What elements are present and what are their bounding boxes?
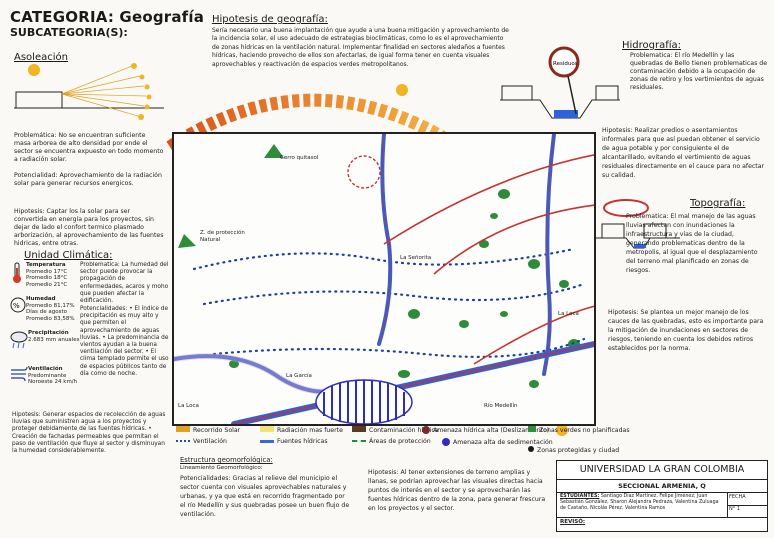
green-zones <box>178 144 580 388</box>
legend-item: Amenaza alta de sedimentación <box>442 438 553 446</box>
map-label-garcia: La García <box>286 373 312 379</box>
legend-item: Recorrido Solar <box>176 426 240 434</box>
map-label-loca: La Loca <box>558 311 579 317</box>
rain-cloud-icon <box>10 330 28 355</box>
estructura-sub: Lineamiento Geomorfológico: <box>180 465 263 471</box>
legend-item: Zonas verdes no planificadas <box>528 426 630 434</box>
contamination-zone <box>347 155 381 189</box>
sun-icon <box>28 64 40 76</box>
sedimentation-zone <box>315 379 413 425</box>
hipotesis-geo-text: Sería necesario una buena implantación q… <box>212 27 509 68</box>
legend-item: Amenaza hídrica alta (Deslizamiento) <box>422 426 549 434</box>
sun-icon <box>396 84 408 96</box>
svg-text:%: % <box>13 302 20 310</box>
clima-problematica: Problematica: La humedad del sector pued… <box>80 262 169 305</box>
asoleacion-diagram <box>14 63 164 120</box>
reviso-label: REVISÓ: <box>560 519 586 525</box>
fecha-label: FECHA <box>729 494 746 500</box>
topografia-hipotesis: Hipotesis: Se plantea un mejor manejo de… <box>608 309 764 352</box>
topografia-problematica: Problematica: El mal manejo de las aguas… <box>626 213 758 274</box>
clima-hipotesis: Hipotesis: Generar espacios de recolecci… <box>12 412 166 455</box>
legend-item: Radiación mas fuerte <box>260 426 343 434</box>
hidrografia-diagram: Residuos <box>500 46 620 119</box>
humidity-icon: % <box>10 296 26 319</box>
map-label-rio: Río Medellín <box>484 403 518 409</box>
sheet-number: N° 1 <box>729 506 741 512</box>
legend-item: Fuentes hídricas <box>260 438 328 445</box>
estructura-text: Potencialidades: Gracias al relieve del … <box>180 475 350 518</box>
asoleacion-potencialidad: Potencialidad: Aprovechamiento de la rad… <box>14 172 162 187</box>
estudiantes-label: ESTUDIANTES: <box>560 494 600 499</box>
site-map-drawing <box>171 132 605 427</box>
subcategoria-title: SUBCATEGORIA(S): <box>10 26 128 39</box>
estructura-title: Estructura geomorfológica: <box>180 456 273 464</box>
categoria-title: CATEGORIA: Geografía <box>10 8 205 26</box>
hidrografia-hipotesis: Hipotesis: Realizar predios o asentamien… <box>602 127 765 179</box>
asoleacion-problematica: Problemática: No se encuentran suficient… <box>14 132 164 163</box>
legend-item: Áreas de protección <box>352 438 431 445</box>
title-block: UNIVERSIDAD LA GRAN COLOMBIA SECCIONAL A… <box>556 460 768 532</box>
topografia-diagram <box>596 199 680 249</box>
seccional: SECCIONAL ARMENIA, Q <box>557 480 767 493</box>
map-label-proteccion: Z. de protección Natural <box>200 230 245 243</box>
svg-text:Residuos: Residuos <box>553 61 578 67</box>
map-label-senorita: La Señorita <box>400 255 432 261</box>
thermometer-icon <box>10 262 24 289</box>
wind-icon <box>10 366 28 387</box>
legend-item: Contaminación hídrica <box>352 426 439 434</box>
site-map: Cerro quitasol Z. de protección Natural … <box>171 132 605 427</box>
estudiantes-names: Santiago Díaz Martínez, Felipe Jiménez, … <box>560 494 719 511</box>
legend-item: Zonas protegidas y ciudad <box>528 446 619 454</box>
topografia-title: Topografía: <box>690 198 746 209</box>
hipotesis-final-text: Hipotesis: Al tener extensiones de terre… <box>368 469 546 512</box>
map-label-cerro: Cerro quitasol <box>280 155 319 161</box>
asoleacion-hipotesis: Hipotesis: Captar los la solar para ser … <box>14 208 164 247</box>
ventilation-lines <box>192 247 586 358</box>
asoleacion-title: Asoleación <box>14 52 68 63</box>
map-label-loca2: La Loca <box>178 403 199 409</box>
rivers <box>171 132 597 427</box>
red-arrows <box>383 153 605 365</box>
sun-icon <box>556 424 568 436</box>
map-legend: Recorrido Solar Radiación mas fuerte Con… <box>172 424 630 454</box>
clima-title: Unidad Climática: <box>24 250 113 261</box>
hipotesis-geo-title: Hipotesis de geografía: <box>212 14 328 25</box>
legend-item: Ventilación <box>176 438 227 445</box>
hidrografia-title: Hidrografía: <box>622 40 682 51</box>
hidrografia-problematica: Problematica: El río Medellín y las queb… <box>630 52 767 91</box>
clima-potencialidades: Potencialidades: • El índice de precipit… <box>80 306 169 377</box>
university-name: UNIVERSIDAD LA GRAN COLOMBIA <box>557 461 767 480</box>
